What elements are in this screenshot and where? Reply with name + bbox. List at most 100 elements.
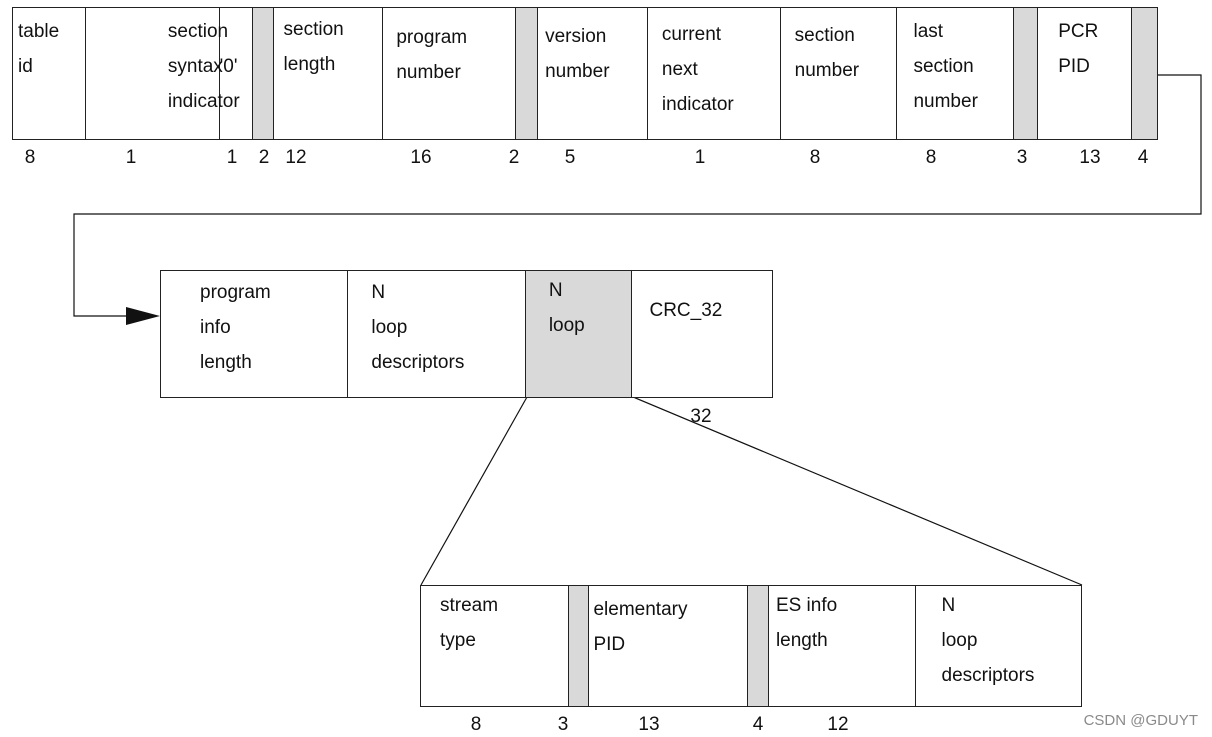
field-reserved-es-1 — [568, 586, 590, 706]
bit-width-label: 8 — [470, 714, 482, 735]
field-label-line: section — [167, 21, 229, 42]
expansion-line-right — [632, 396, 1083, 586]
field-label: table id — [18, 14, 59, 84]
field-label: section number — [795, 18, 859, 88]
field-label-line: N — [548, 280, 563, 301]
field-label: section syntax indicator — [168, 14, 240, 119]
field-label: PCR PID — [1058, 14, 1098, 84]
field-label: last section number — [913, 14, 977, 119]
field-label-line: N — [941, 595, 956, 616]
expansion-line-left — [420, 396, 528, 586]
field-program-info-length: program info length — [161, 271, 349, 397]
bit-width-label: 4 — [1137, 147, 1149, 168]
field-label-line: loop — [548, 315, 585, 336]
watermark: CSDN @GDUYT — [1083, 712, 1198, 729]
field-version-number: version number — [538, 8, 648, 139]
field-label-line: PID — [1058, 56, 1090, 77]
field-label-line: section — [794, 25, 855, 46]
field-label-line: PCR — [1058, 21, 1099, 42]
field-label: '0' — [220, 49, 238, 84]
field-label-line: loop — [371, 317, 408, 338]
field-label-line: number — [794, 60, 860, 81]
bit-width-label: 32 — [690, 406, 712, 427]
field-label: stream type — [440, 588, 498, 658]
bit-width-label: 4 — [752, 714, 764, 735]
field-label: ES info length — [776, 588, 837, 658]
field-label-line: number — [913, 91, 978, 112]
bit-width-label: 1 — [226, 147, 238, 168]
field-reserved-1 — [252, 8, 274, 139]
field-last-section-number: last section number — [897, 8, 1015, 139]
field-label-line: PID — [593, 634, 626, 655]
bit-width-label: 13 — [1079, 147, 1101, 168]
field-label-line: '0' — [219, 56, 238, 77]
field-label-line: program — [200, 282, 271, 303]
field-label-line: length — [200, 352, 252, 373]
field-label-line: indicator — [661, 94, 734, 115]
field-section-number: section number — [781, 8, 898, 139]
bit-width-label: 3 — [1016, 147, 1028, 168]
field-es-info-length: ES info length — [769, 586, 916, 706]
field-label-line: ES info — [775, 595, 838, 616]
field-label-line: info — [200, 317, 231, 338]
field-table-id: table id — [13, 8, 86, 139]
field-label-line: descriptors — [371, 352, 465, 373]
field-label-line: syntax — [167, 56, 223, 77]
bit-width-label: 12 — [827, 714, 849, 735]
field-stream-type: stream type — [421, 586, 569, 706]
continuation-connector — [73, 74, 1202, 317]
field-label-line: CRC_32 — [649, 300, 723, 321]
field-reserved-es-2 — [748, 586, 769, 706]
field-label-line: length — [775, 630, 828, 651]
field-label-line: id — [18, 56, 33, 77]
field-pcr-pid: PCR PID — [1038, 8, 1133, 139]
field-label-line: N — [371, 282, 386, 303]
field-crc-32: CRC_32 — [632, 271, 772, 397]
bit-width-label: 1 — [694, 147, 706, 168]
bit-width-label: 8 — [925, 147, 937, 168]
field-label-line: elementary — [593, 599, 688, 620]
bit-width-label: 16 — [410, 147, 432, 168]
field-label: CRC_32 — [649, 293, 722, 328]
field-label-line: version — [545, 26, 607, 47]
arrow-head-icon — [126, 307, 160, 325]
field-label-line: table — [18, 21, 60, 42]
field-label-line: type — [440, 630, 476, 651]
bit-width-label: 12 — [285, 147, 307, 168]
bit-width-label: 1 — [125, 147, 137, 168]
field-current-next-indicator: current next indicator — [648, 8, 781, 139]
field-label-line: indicator — [167, 91, 240, 112]
field-label-line: last — [913, 21, 944, 42]
field-label: program info length — [200, 275, 271, 380]
bit-width-label: 3 — [557, 714, 569, 735]
bit-width-label: 5 — [564, 147, 576, 168]
field-label: current next indicator — [662, 17, 734, 122]
bit-width-label: 8 — [809, 147, 821, 168]
bit-width-label: 2 — [508, 147, 520, 168]
field-label-line: stream — [440, 595, 499, 616]
field-label-line: current — [661, 24, 722, 45]
field-label-line: program — [396, 27, 468, 48]
field-reserved-3 — [1014, 8, 1039, 139]
bit-width-label: 8 — [24, 147, 36, 168]
field-label-line: next — [661, 59, 698, 80]
field-label-line: length — [283, 54, 336, 75]
field-label-line: loop — [941, 630, 978, 651]
field-label-line: number — [545, 61, 610, 82]
field-label-line: section — [913, 56, 974, 77]
